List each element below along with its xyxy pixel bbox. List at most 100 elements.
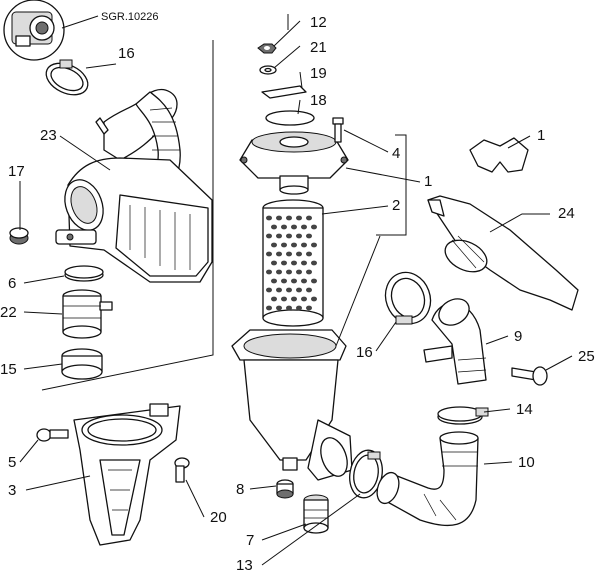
perforation-hole [286, 287, 292, 293]
perforation-hole [296, 305, 302, 311]
callout-labels: SGR.10226 12 21 19 18 16 23 17 4 1 1 2 2… [0, 11, 595, 573]
screw-part-25 [511, 366, 548, 386]
perforation-hole [311, 260, 317, 266]
perforation-hole [296, 233, 302, 239]
perforation-hole [276, 305, 282, 311]
retaining-clip-part-1 [469, 137, 529, 173]
perforation-hole [286, 215, 292, 221]
perforation-hole [306, 251, 312, 257]
perforation-hole [281, 260, 287, 266]
callout-13: 13 [236, 557, 253, 573]
perforation-hole [306, 287, 312, 293]
perforation-hole [311, 278, 317, 284]
perforation-hole [281, 278, 287, 284]
elbow-connector-part-9 [423, 298, 487, 385]
perforation-hole [276, 251, 282, 257]
screw-part-5 [36, 428, 69, 442]
callout-8: 8 [236, 481, 244, 498]
perforation-hole [306, 305, 312, 311]
filter-element-part-2 [262, 199, 324, 327]
callout-2: 2 [392, 197, 400, 214]
perforation-hole [306, 269, 312, 275]
washer-part-21 [259, 65, 277, 75]
callout-17: 17 [8, 163, 25, 180]
callout-6: 6 [8, 275, 16, 292]
callout-20: 20 [210, 509, 227, 526]
callout-24: 24 [558, 205, 575, 222]
perforation-hole [271, 260, 277, 266]
hose-clamp-part-13 [349, 449, 383, 499]
hose-clamp-part-14 [437, 406, 489, 425]
perforation-hole [296, 269, 302, 275]
filter-perforations [266, 215, 317, 311]
perforation-hole [291, 260, 297, 266]
perforation-hole [271, 242, 277, 248]
perforation-hole [266, 287, 272, 293]
throttle-body-part [3, 0, 65, 61]
hose-clamp-part-16-top [45, 59, 89, 96]
perforation-hole [291, 278, 297, 284]
perforation-hole [281, 224, 287, 230]
perforation-hole [301, 224, 307, 230]
callout-19: 19 [310, 65, 327, 82]
callout-9: 9 [514, 328, 522, 345]
perforation-hole [311, 296, 317, 302]
rubber-grommet-part-17 [9, 227, 29, 245]
screw-part-20 [174, 457, 190, 483]
perforation-hole [271, 224, 277, 230]
callout-15: 15 [0, 361, 17, 378]
perforation-hole [276, 215, 282, 221]
perforation-hole [286, 233, 292, 239]
perforation-hole [276, 269, 282, 275]
perforation-hole [266, 251, 272, 257]
perforation-hole [286, 305, 292, 311]
air-intake-duct-part-23 [55, 88, 213, 283]
perforation-hole [311, 242, 317, 248]
assembly-guide-lines [41, 14, 407, 391]
perforation-hole [296, 287, 302, 293]
perforation-hole [291, 224, 297, 230]
callout-7: 7 [246, 532, 254, 549]
callout-14: 14 [516, 401, 533, 418]
bolt-part-4 [332, 117, 344, 143]
callout-18: 18 [310, 92, 327, 109]
perforation-hole [266, 233, 272, 239]
seal-ring-part-15 [61, 348, 103, 380]
callout-12: 12 [310, 14, 327, 31]
callout-16-mid: 16 [356, 344, 373, 361]
callout-22: 22 [0, 304, 17, 321]
perforation-hole [271, 278, 277, 284]
perforation-hole [286, 251, 292, 257]
perforation-hole [301, 278, 307, 284]
hose-clamp-part-16-mid [384, 271, 432, 325]
perforation-hole [306, 233, 312, 239]
perforation-hole [281, 296, 287, 302]
perforation-hole [311, 224, 317, 230]
perforation-hole [266, 215, 272, 221]
nut-part-12 [257, 43, 277, 54]
callout-21: 21 [310, 39, 327, 56]
perforation-hole [296, 215, 302, 221]
callout-5: 5 [8, 454, 16, 471]
filter-cover-part-1 [239, 131, 349, 195]
perforation-hole [266, 305, 272, 311]
callout-3: 3 [8, 482, 16, 499]
callout-4: 4 [392, 145, 400, 162]
perforation-hole [291, 296, 297, 302]
connector-sleeve-part-22 [62, 289, 113, 339]
drawing-reference: SGR.10226 [101, 11, 158, 23]
callout-10: 10 [518, 454, 535, 471]
perforation-hole [301, 260, 307, 266]
mounting-bracket-part-3 [73, 403, 181, 546]
perforation-hole [306, 215, 312, 221]
perforation-hole [296, 251, 302, 257]
perforation-hole [286, 269, 292, 275]
callout-23: 23 [40, 127, 57, 144]
perforation-hole [301, 242, 307, 248]
perforation-hole [276, 233, 282, 239]
inlet-duct-part-24 [427, 195, 579, 311]
rubber-cap-part-7 [303, 494, 329, 534]
connecting-hose-part-10 [376, 431, 479, 527]
perforation-hole [276, 287, 282, 293]
